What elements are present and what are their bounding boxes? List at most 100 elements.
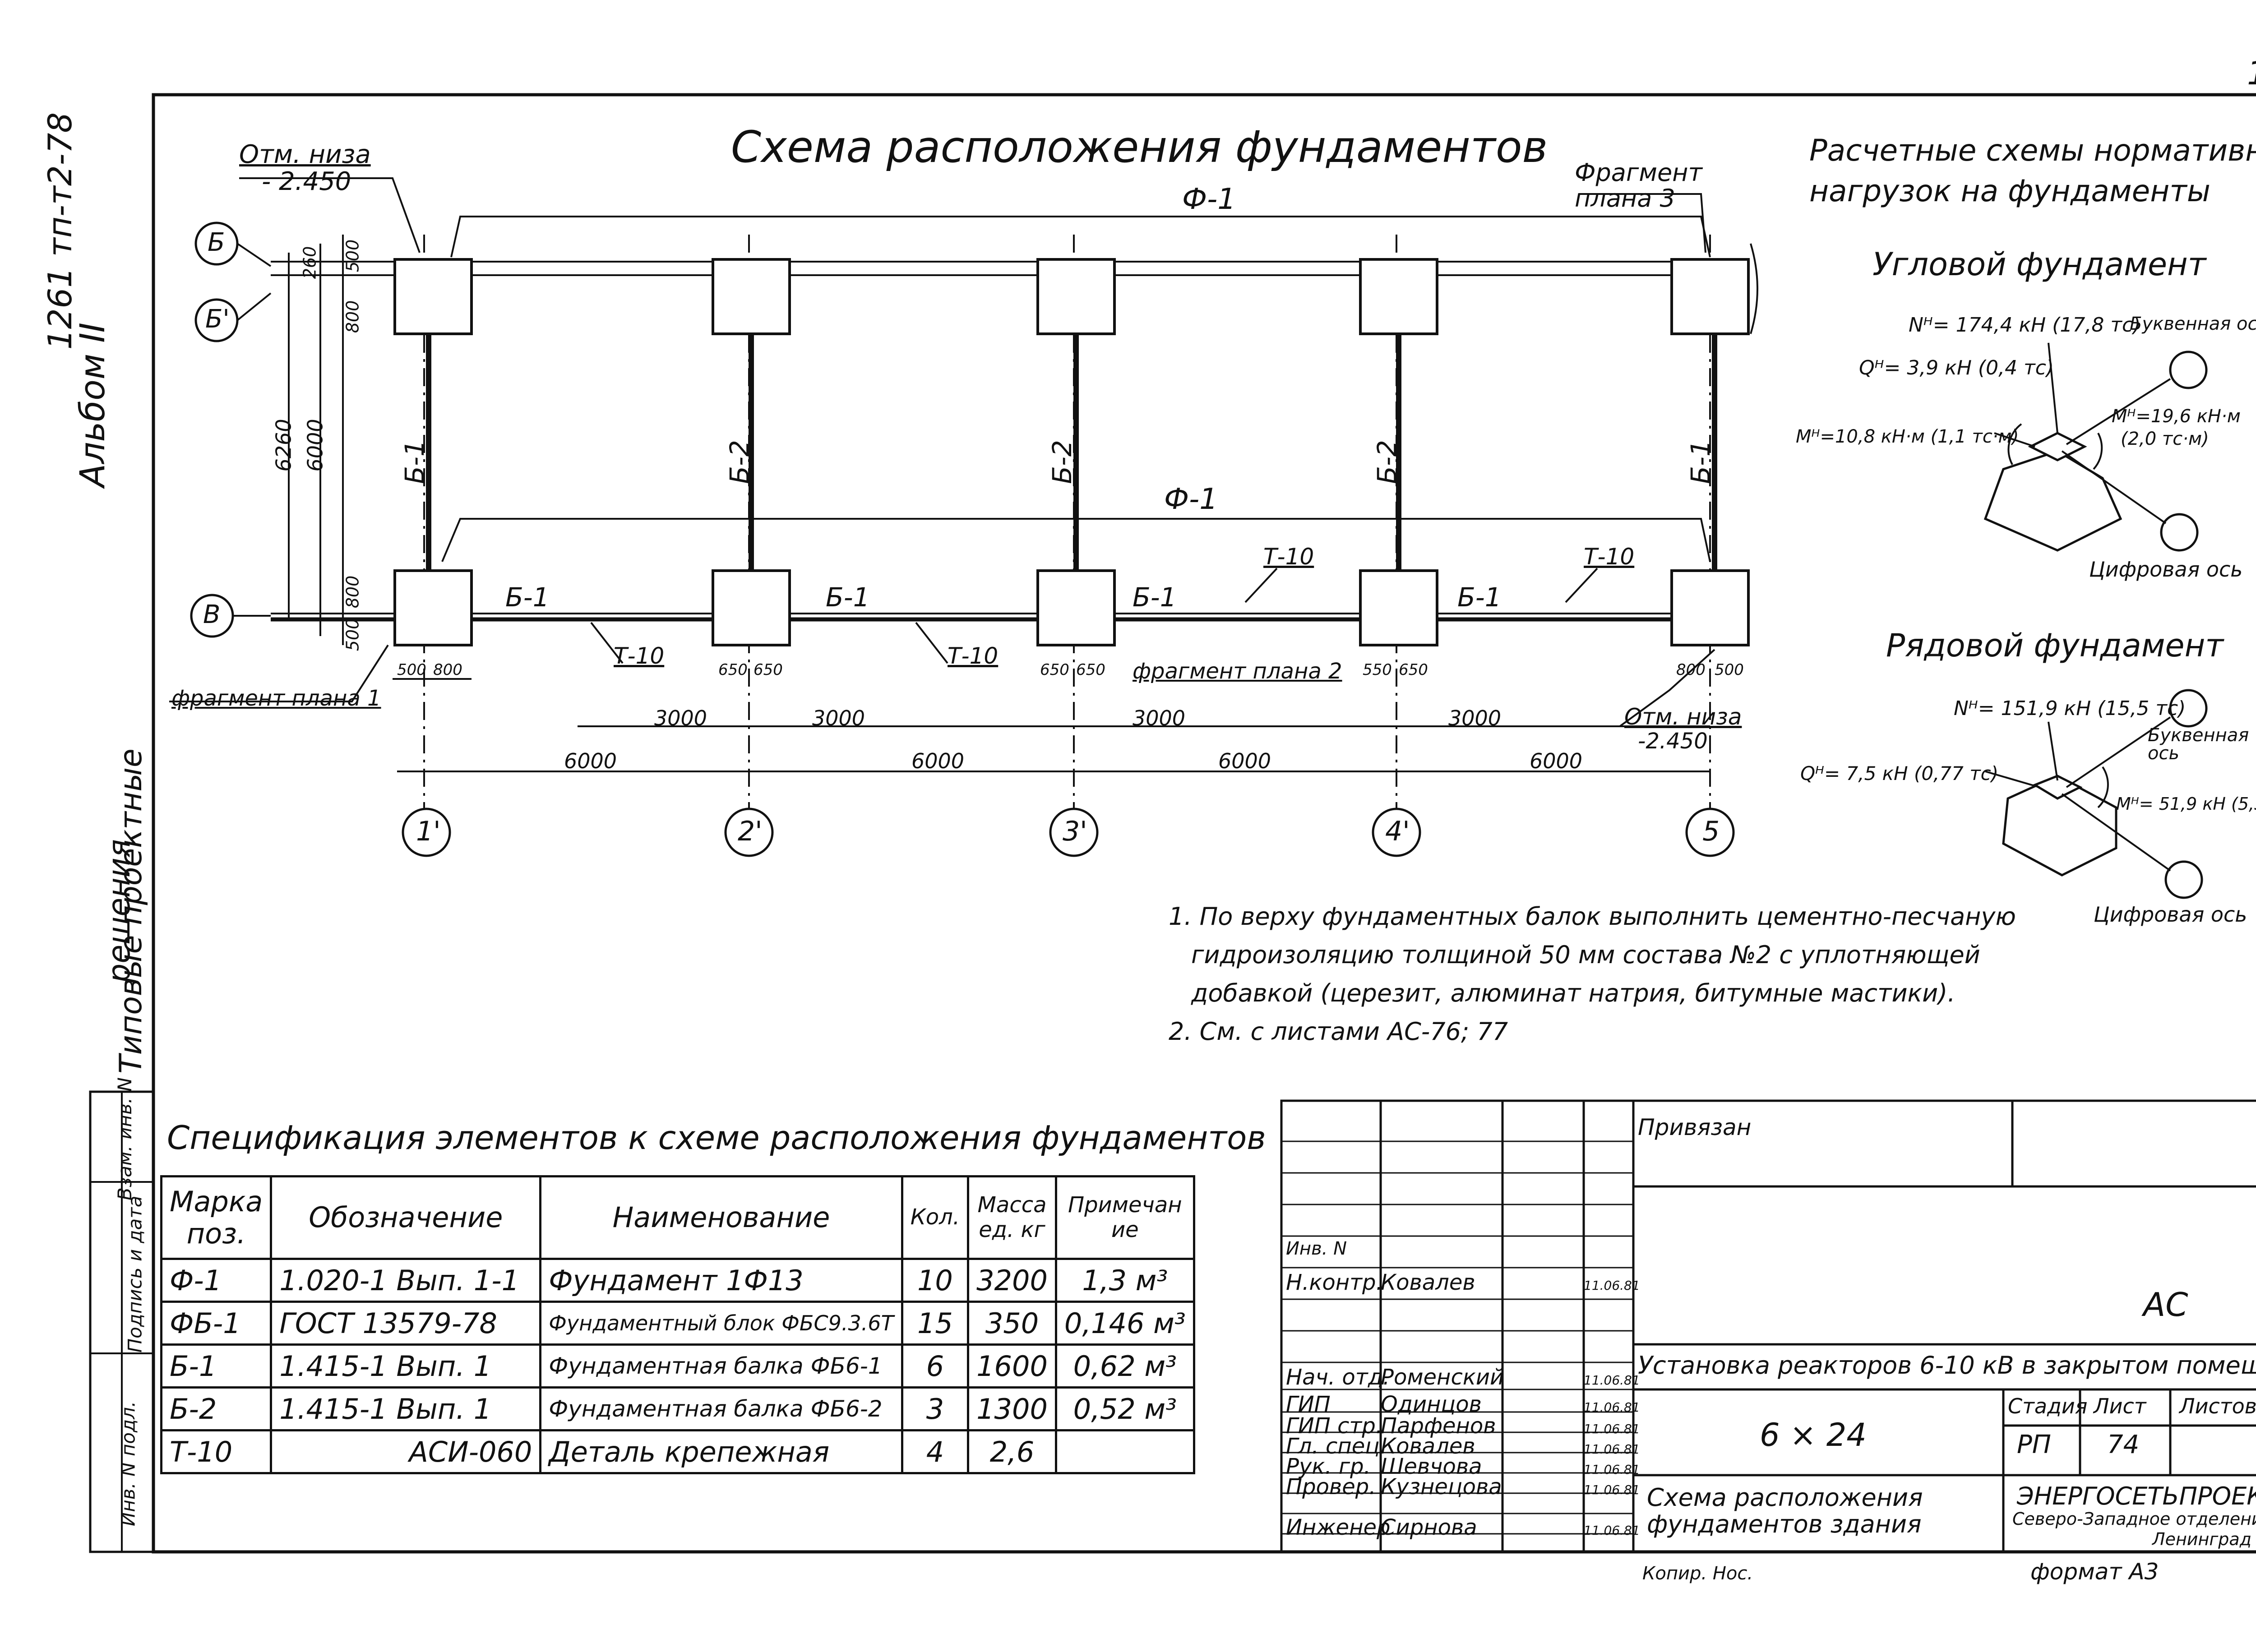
corner-foundation-title: Угловой фундамент <box>1872 246 2206 283</box>
role-date: 11.06.81 <box>1584 1400 1640 1415</box>
spec-mass: 1600 <box>967 1343 1057 1389</box>
sheets-header: Листов <box>2179 1394 2256 1418</box>
f1-top-label: Ф-1 <box>1182 183 1236 216</box>
spec-header-row: Марка поз. Обозначение Наименование Кол.… <box>160 1175 1195 1260</box>
corner-letter-axis: Буквенная ось <box>2130 314 2256 334</box>
table-row: ФБ-1 ГОСТ 13579-78 Фундаментный блок ФБС… <box>160 1301 1195 1346</box>
role-date: 11.06.81 <box>1584 1462 1640 1477</box>
spec-designation: ГОСТ 13579-78 <box>270 1301 542 1346</box>
spec-mark: Т-10 <box>160 1429 273 1474</box>
level-value: - 2.450 <box>262 167 351 196</box>
corner-m2b-load: (2,0 тс·м) <box>2121 429 2209 449</box>
beam-label-v3: Б-2 <box>1046 440 1077 484</box>
spec-name: Фундаментный блок ФБС9.3.6Т <box>539 1301 903 1346</box>
dim-800-top: 800 <box>342 300 363 333</box>
axis-row-v: В <box>203 600 221 629</box>
org-name: ЭНЕРГОСЕТЬПРОЕКТ <box>2017 1482 2256 1510</box>
dim-pad-3a: 650 <box>1040 661 1069 679</box>
table-row: Т-10 АСИ-060 Деталь крепежная 4 2,6 <box>160 1429 1195 1474</box>
dim-6000-4: 6000 <box>1530 749 1583 773</box>
spec-header-mark: Марка поз. <box>160 1175 273 1260</box>
t10-label-2: Т-10 <box>948 643 999 669</box>
dim-pad-1b: 800 <box>433 661 462 679</box>
doc-code: АС <box>2143 1286 2188 1324</box>
spec-name: Фундамент 1Ф13 <box>539 1258 903 1303</box>
role-title: Гл. спец. <box>1286 1434 1387 1459</box>
spec-mass: 3200 <box>967 1258 1057 1303</box>
dim-500-top: 500 <box>342 239 363 272</box>
object-title: Установка реакторов 6-10 кВ в закрытом п… <box>1638 1351 2256 1380</box>
dim-3000-4: 3000 <box>1448 706 1502 730</box>
margin-cell-inv: Инв. N подл. <box>117 1401 139 1527</box>
axis-col-5: 5 <box>1702 816 1720 847</box>
spec-qty: 4 <box>901 1429 970 1474</box>
corner-q-load: Qᴴ= 3,9 кН (0,4 тс) <box>1859 356 2054 379</box>
dim-260: 260 <box>300 246 320 279</box>
role-title: Провер. <box>1286 1474 1376 1500</box>
dim-3000-2: 3000 <box>812 706 865 730</box>
dim-pad-4b: 650 <box>1399 661 1428 679</box>
role-title: Нач. отд. <box>1286 1365 1390 1390</box>
spec-qty: 10 <box>901 1258 970 1303</box>
spec-qty: 3 <box>901 1386 970 1431</box>
format-label: формат А3 <box>2030 1559 2159 1585</box>
axis-col-2: 2' <box>738 816 763 847</box>
axis-col-1: 1' <box>416 816 441 847</box>
copied-label: Копир. Нос. <box>1642 1563 1753 1584</box>
dim-500-bottom: 500 <box>342 618 363 651</box>
role-title: ГИП стр. <box>1286 1413 1383 1439</box>
spec-mark: Б-2 <box>160 1386 273 1431</box>
spec-note: 0,52 м³ <box>1054 1386 1195 1431</box>
corner-n-load: Nᴴ= 174,4 кН (17,8 тс) <box>1909 314 2141 337</box>
spec-designation: АСИ-060 <box>270 1429 542 1474</box>
role-name: Ковалев <box>1381 1270 1475 1295</box>
table-row: Б-1 1.415-1 Вып. 1 Фундаментная балка ФБ… <box>160 1343 1195 1389</box>
spec-header-designation: Обозначение <box>270 1175 542 1260</box>
stage-value: РП <box>2017 1430 2051 1459</box>
beam-label-v4: Б-2 <box>1371 440 1402 484</box>
corner-digit-axis: Цифровая ось <box>2089 557 2243 581</box>
spec-header-name: Наименование <box>539 1175 903 1260</box>
plan-title: Схема расположения фундаментов <box>731 122 1548 172</box>
sheet-value: 74 <box>2107 1430 2140 1459</box>
role-title: ГИП <box>1286 1392 1331 1417</box>
note-line-2: гидроизоляцию толщиной 50 мм состава №2 … <box>1191 941 1980 969</box>
role-name: Сирнова <box>1381 1515 1477 1540</box>
row-digit-axis: Цифровая ось <box>2094 902 2247 927</box>
inv-label: Инв. N <box>1286 1238 1347 1259</box>
spec-designation: 1.020-1 Вып. 1-1 <box>270 1258 542 1303</box>
role-date: 11.06.81 <box>1584 1373 1640 1388</box>
row-q-load: Qᴴ= 7,5 кН (0,77 тс) <box>1800 762 1999 784</box>
spec-name: Фундаментная балка ФБ6-1 <box>539 1343 903 1389</box>
spec-mark: Ф-1 <box>160 1258 273 1303</box>
spec-mark: Б-1 <box>160 1343 273 1389</box>
role-date: 11.06.81 <box>1584 1482 1640 1497</box>
spec-designation: 1.415-1 Вып. 1 <box>270 1386 542 1431</box>
spec-qty: 15 <box>901 1301 970 1346</box>
spec-mark: ФБ-1 <box>160 1301 273 1346</box>
corner-m2-load: Mᴴ=19,6 кН·м <box>2112 406 2241 427</box>
dim-pad-4a: 550 <box>1363 661 1392 679</box>
drawing-title: Схема расположения фундаментов здания <box>1647 1483 1923 1539</box>
t10-label-1: Т-10 <box>614 643 665 669</box>
table-row: Б-2 1.415-1 Вып. 1 Фундаментная балка ФБ… <box>160 1386 1195 1431</box>
table-row: Ф-1 1.020-1 Вып. 1-1 Фундамент 1Ф13 10 3… <box>160 1258 1195 1303</box>
beam-label-v5: Б-1 <box>1685 440 1716 484</box>
role-title: Инженер <box>1286 1515 1391 1540</box>
beam-label-h4: Б-1 <box>1457 582 1502 613</box>
axis-row-b: Б <box>208 228 225 257</box>
fragment-3-label: Фрагмент плана 3 <box>1575 158 1702 212</box>
dim-800-bottom: 800 <box>342 575 363 609</box>
beam-label-v2: Б-2 <box>724 440 755 484</box>
role-name: Ковалев <box>1381 1434 1475 1459</box>
corner-m1-load: Mᴴ=10,8 кН·м (1,1 тс·м) <box>1796 426 2019 447</box>
dim-6000-1: 6000 <box>564 749 617 773</box>
margin-cell-sign: Подпись и дата <box>124 1195 146 1353</box>
stage-header: Стадия <box>2008 1394 2088 1418</box>
